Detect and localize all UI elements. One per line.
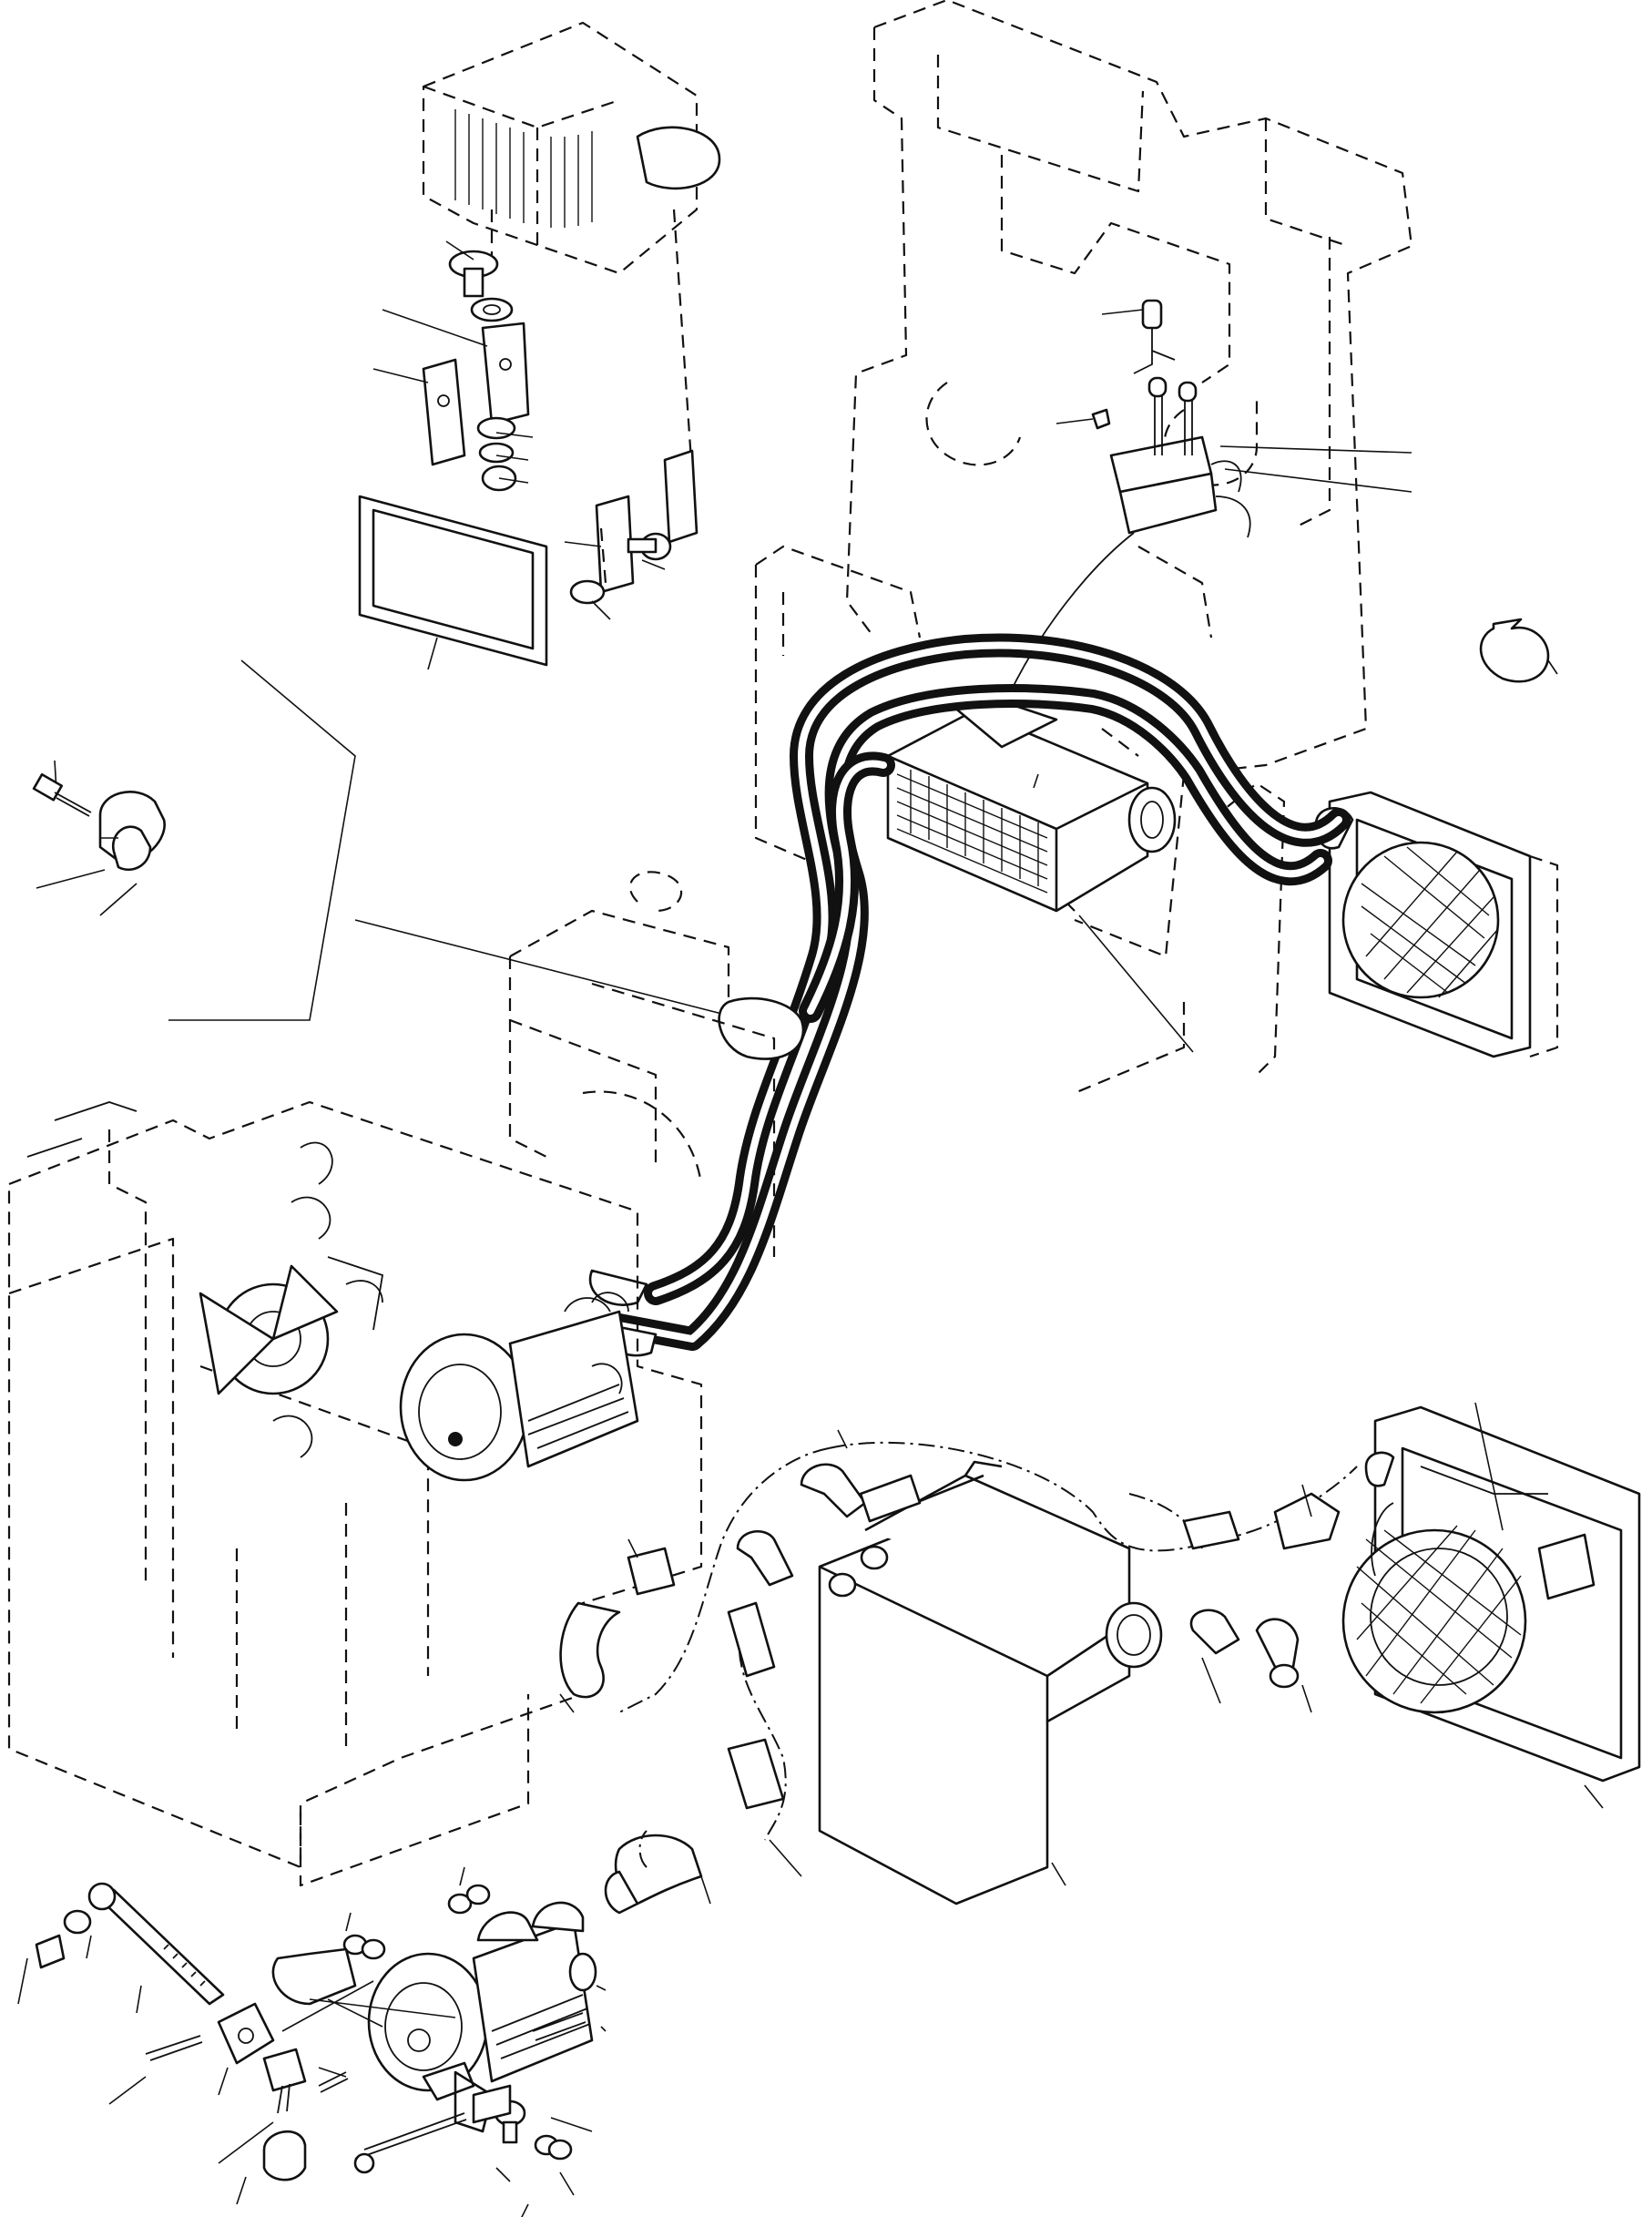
bracket-left [422, 358, 466, 466]
tension-block [217, 2002, 275, 2065]
refrigerant-hoses-exploded [559, 1429, 1358, 1915]
elbow-fitting-2 [736, 1530, 794, 1587]
compressor-body [472, 1920, 594, 2083]
elbow-fitting-5 [1255, 1618, 1300, 1669]
fan-motor-box [1537, 1533, 1596, 1600]
condenser-fan-installed [1314, 791, 1559, 1058]
heater-fitting-2 [828, 1572, 857, 1598]
hose-bend-1 [559, 1601, 621, 1699]
engine-block [7, 871, 776, 1887]
condenser-fan-exploded [1341, 1402, 1641, 1809]
clamp-inner [111, 825, 152, 872]
nut-f [547, 2139, 573, 2161]
o-ring [1269, 1663, 1300, 1689]
blower-assembly [358, 21, 721, 670]
rod-end [87, 1882, 117, 1911]
nut-b [465, 1884, 491, 1905]
washer-2 [476, 416, 516, 440]
control-knob-2 [1178, 381, 1198, 403]
fitting-sleeve-5 [727, 1738, 785, 1810]
compressor-port [568, 1952, 597, 1992]
elbow-fitting-4 [1189, 1609, 1240, 1655]
elbow-fitting-1 [800, 1463, 867, 1518]
compressor-exploded [17, 1866, 607, 2217]
fan-shroud-2 [1341, 1528, 1527, 1714]
control-panel [1001, 299, 1412, 711]
spacer [262, 2048, 307, 2092]
compressor-bracket [271, 1947, 357, 2006]
adjusting-rod [98, 1888, 225, 2006]
bracket-center [481, 322, 530, 425]
lock-washer [478, 442, 515, 464]
bracket-block [472, 2084, 512, 2124]
blower-outlet [636, 126, 721, 190]
heater-unit-installed [886, 686, 1194, 1053]
nut-2 [569, 579, 606, 605]
compressor-mounts [476, 1901, 585, 1942]
panel-screw [1091, 408, 1111, 430]
bracket-far-right [663, 449, 699, 544]
fan-fitting-2 [1364, 1451, 1395, 1487]
hose-clamp-right [1479, 618, 1558, 683]
heater-grille [896, 770, 1048, 894]
rod-washer [63, 1909, 92, 1935]
connection-lines [599, 527, 648, 1868]
heater-unit-exploded [818, 1460, 1163, 1905]
nut-d [361, 1938, 386, 1960]
hose-clamp-detail [32, 659, 748, 1021]
fitting-sleeve-3 [1182, 1510, 1240, 1550]
heater-fitting-1 [860, 1545, 889, 1570]
rod-bolt [35, 1934, 66, 1969]
hose-grommet [718, 996, 805, 1060]
bracket-right [595, 495, 635, 594]
nut-a [447, 1893, 473, 1915]
connector-plug [1141, 299, 1163, 330]
hose-end-fitting [604, 1870, 639, 1915]
bushing [262, 2130, 307, 2181]
fan-shroud [1341, 841, 1500, 999]
control-knob-1 [1147, 376, 1168, 398]
fitting-sleeve-1 [859, 1474, 922, 1523]
fitting-sleeve-4 [627, 1547, 676, 1596]
heater-outlet [1127, 786, 1177, 853]
washer [470, 297, 514, 322]
refrigerant-hoses-installed [588, 633, 1351, 1357]
fan-blades [199, 1264, 339, 1395]
heater-outlet-pipe [1105, 1601, 1163, 1669]
fitting-sleeve-2 [727, 1601, 776, 1678]
long-bolt-head [353, 2152, 375, 2174]
clamp-bolt-head [32, 772, 64, 802]
